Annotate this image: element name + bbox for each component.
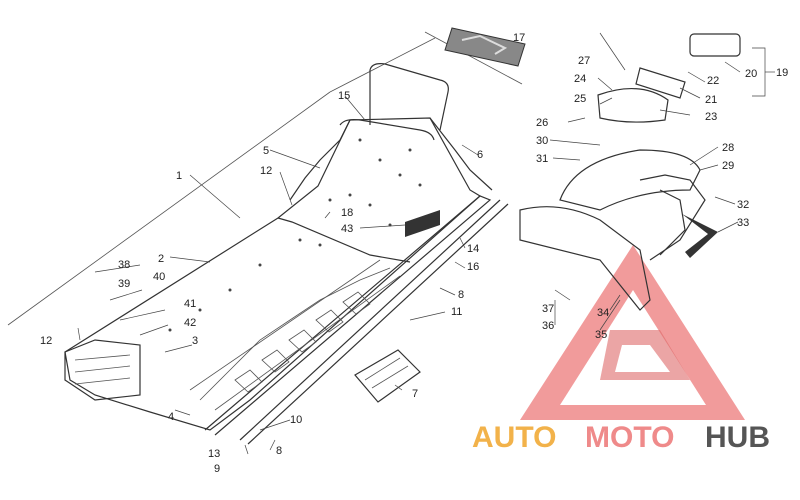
callout-42: 42 — [184, 317, 196, 329]
callout-1: 1 — [176, 170, 182, 182]
callout-12b: 12 — [40, 335, 52, 347]
callout-43: 43 — [341, 223, 353, 235]
callout-6: 6 — [477, 149, 483, 161]
callout-9: 9 — [214, 463, 220, 475]
seat-assembly — [519, 33, 741, 311]
callout-24: 24 — [574, 73, 586, 85]
callout-31: 31 — [536, 153, 548, 165]
callout-32: 32 — [737, 199, 749, 211]
callout-12a: 12 — [260, 165, 272, 177]
callout-2: 2 — [158, 253, 164, 265]
callout-29: 29 — [722, 160, 734, 172]
leader-lines — [77, 32, 775, 455]
callout-labels: 1 2 3 4 5 6 7 8 8 9 10 11 12 12 13 14 15… — [40, 32, 788, 475]
callout-38: 38 — [118, 259, 130, 271]
callout-39: 39 — [118, 278, 130, 290]
callout-23: 23 — [705, 111, 717, 123]
callout-41: 41 — [184, 298, 196, 310]
callout-19: 19 — [776, 67, 788, 79]
callout-35: 35 — [595, 329, 607, 341]
callout-33: 33 — [737, 217, 749, 229]
decal-plate — [444, 27, 526, 67]
callout-28: 28 — [722, 142, 734, 154]
callout-5: 5 — [263, 145, 269, 157]
callout-34: 34 — [597, 307, 609, 319]
callout-17: 17 — [513, 32, 525, 44]
callout-26: 26 — [536, 117, 548, 129]
callout-27: 27 — [578, 55, 590, 67]
callout-14: 14 — [467, 243, 479, 255]
callout-22: 22 — [707, 75, 719, 87]
callout-25: 25 — [574, 93, 586, 105]
watermark-hub: HUB — [705, 421, 770, 454]
callout-16: 16 — [467, 261, 479, 273]
callout-3: 3 — [192, 335, 198, 347]
watermark-logo — [520, 245, 745, 420]
callout-8a: 8 — [458, 289, 464, 301]
grab-handle — [339, 63, 449, 141]
callout-7: 7 — [412, 388, 418, 400]
watermark-text: AUTO MOTO HUB — [472, 421, 770, 454]
callout-13: 13 — [208, 448, 220, 460]
callout-40: 40 — [153, 271, 165, 283]
callout-18: 18 — [341, 207, 353, 219]
callout-4: 4 — [168, 411, 174, 423]
callout-10: 10 — [290, 414, 302, 426]
callout-36: 36 — [542, 320, 554, 332]
callout-8b: 8 — [276, 445, 282, 457]
callout-37: 37 — [542, 303, 554, 315]
callout-20: 20 — [745, 68, 757, 80]
tunnel-assembly — [64, 117, 509, 445]
running-board — [354, 349, 421, 403]
callout-11: 11 — [451, 306, 462, 318]
assembly-frame-lines — [7, 31, 523, 326]
callout-15: 15 — [338, 90, 350, 102]
callout-30: 30 — [536, 135, 548, 147]
callout-21: 21 — [705, 94, 717, 106]
watermark-moto: MOTO — [585, 421, 674, 454]
watermark-auto: AUTO — [472, 421, 556, 454]
